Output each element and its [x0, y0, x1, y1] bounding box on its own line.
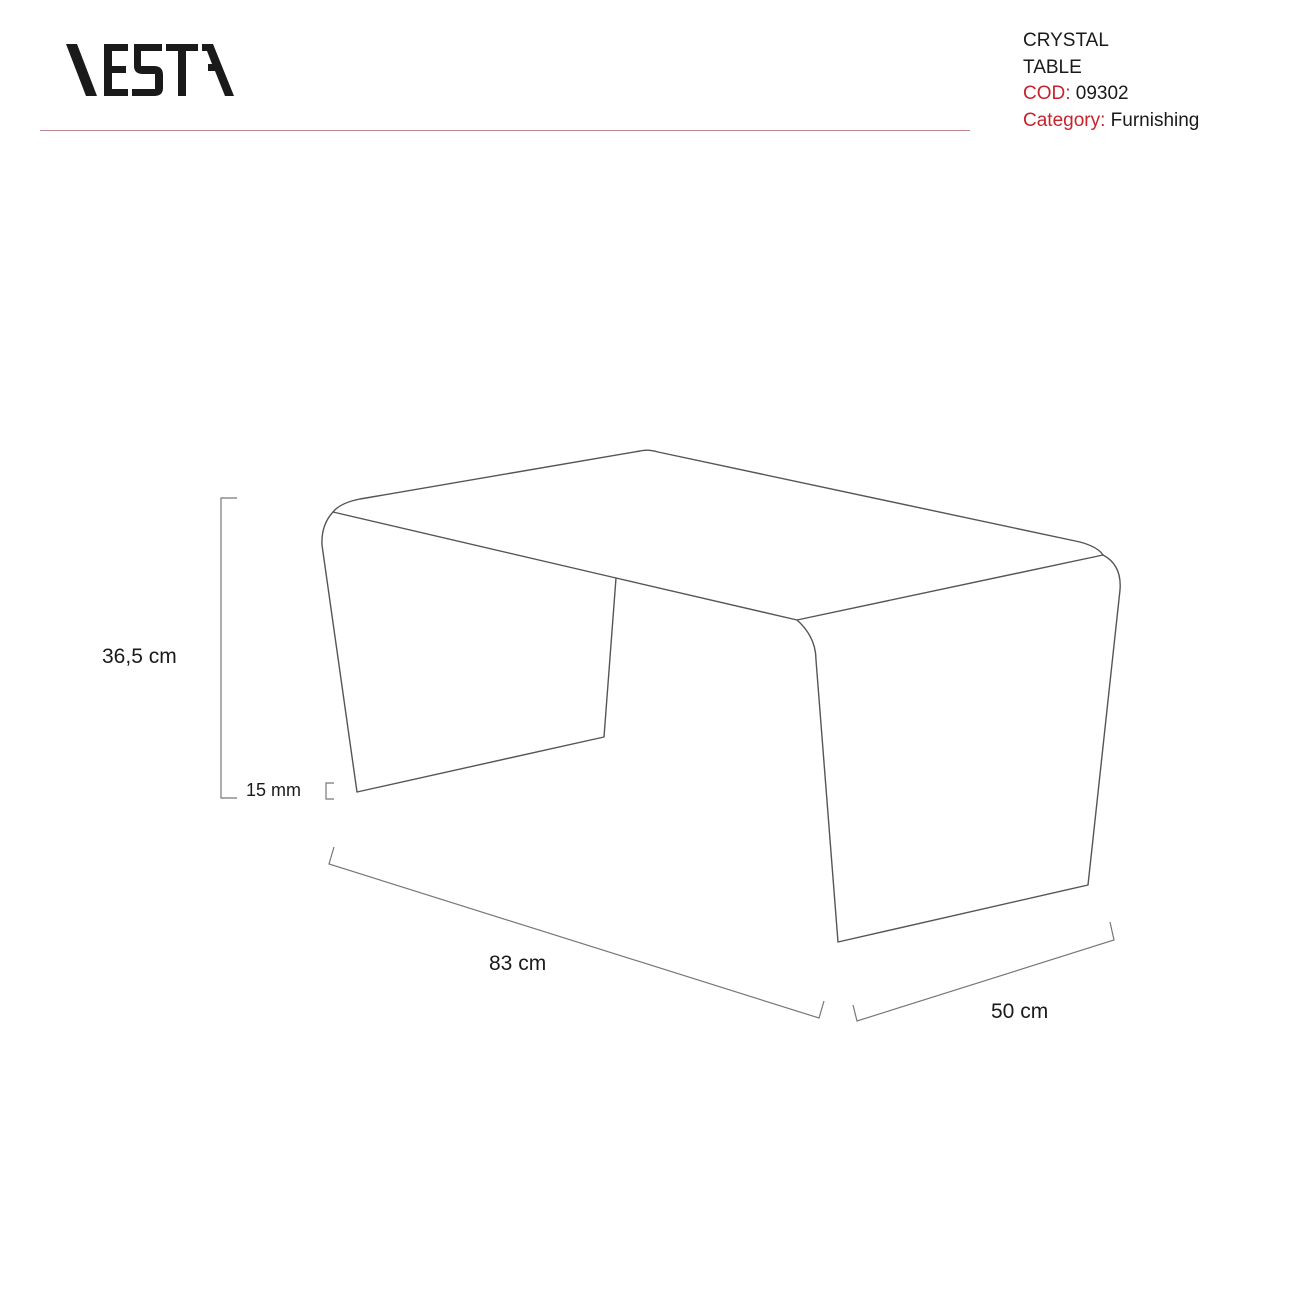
logo-letter-a — [202, 44, 234, 96]
product-code: COD: 09302 — [1023, 81, 1199, 108]
category-value: Furnishing — [1110, 109, 1200, 131]
table-top-front-edge — [332, 511, 798, 621]
logo-letter-v — [66, 44, 97, 96]
table-top-right-edge — [796, 554, 1104, 621]
height-dimension-bracket — [220, 497, 237, 799]
thickness-label: 15 mm — [246, 780, 302, 800]
product-name-line1: CRYSTAL — [1023, 30, 1109, 51]
length-dimension-bracket — [328, 846, 825, 1019]
depth-label: 50 cm — [991, 1000, 1049, 1023]
logo-letter-e — [104, 44, 128, 96]
vesta-logo — [66, 44, 234, 96]
table-top-outline — [332, 449, 1104, 556]
right-leg-front — [796, 554, 1121, 943]
logo-letter-s — [132, 44, 163, 96]
product-name-line2: TABLE — [1023, 56, 1082, 78]
height-label: 36,5 cm — [102, 645, 177, 668]
length-label: 83 cm — [489, 952, 547, 975]
code-value: 09302 — [1075, 83, 1129, 104]
category-label: Category: — [1023, 109, 1106, 131]
product-category: Category: Furnishing — [1023, 108, 1199, 135]
depth-dimension-bracket — [852, 921, 1115, 1022]
thickness-indicator — [325, 782, 334, 800]
header-divider — [40, 130, 970, 131]
left-leg-outer — [321, 511, 617, 793]
logo-letter-t — [166, 44, 198, 96]
code-label: COD: — [1023, 83, 1071, 104]
product-info: CRYSTAL TABLE COD: 09302 Category: Furni… — [1023, 28, 1199, 134]
